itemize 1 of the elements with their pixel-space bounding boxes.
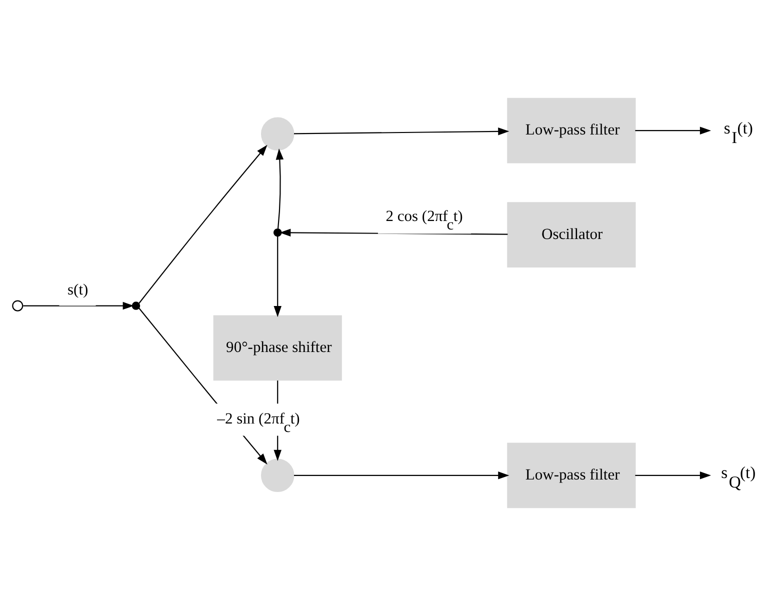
edge-label: s(t) xyxy=(68,281,88,298)
